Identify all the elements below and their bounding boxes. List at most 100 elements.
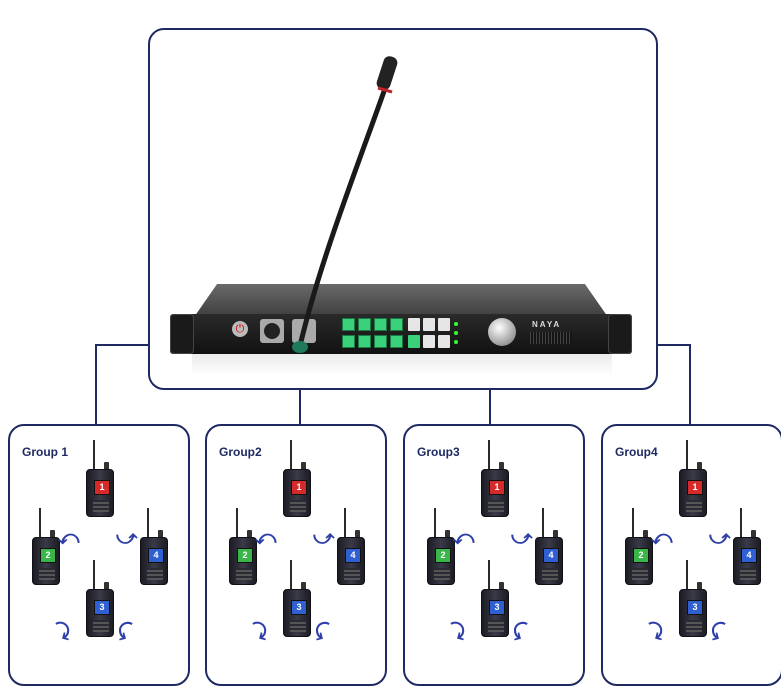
- curved-arrow-icon: ⤻: [511, 527, 533, 549]
- walkie-talkie-icon: 2: [32, 508, 60, 586]
- radio-antenna: [290, 560, 292, 590]
- group-title: Group4: [615, 445, 658, 459]
- group-title: Group2: [219, 445, 262, 459]
- radio-body: 4: [535, 537, 563, 585]
- rack-ear-left: [170, 314, 194, 354]
- radio-knob: [643, 530, 648, 539]
- radio-keypad: [290, 500, 306, 512]
- radio-knob: [247, 530, 252, 539]
- radio-keypad: [236, 568, 252, 580]
- radio-keypad: [686, 620, 702, 632]
- xlr-connector-icon: [260, 319, 284, 343]
- radio-antenna: [147, 508, 149, 538]
- connector-group-4: [656, 344, 691, 424]
- curved-arrow-icon: ⤺: [255, 527, 277, 549]
- curved-arrow-icon: ⤹: [706, 617, 728, 643]
- radio-antenna: [686, 440, 688, 470]
- radio-keypad: [344, 568, 360, 580]
- radio-keypad: [290, 620, 306, 632]
- radio-keypad: [39, 568, 55, 580]
- radio-number: 2: [237, 548, 253, 563]
- radio-number: 4: [345, 548, 361, 563]
- curved-arrow-icon: ⤺: [58, 527, 80, 549]
- walkie-talkie-icon: 2: [427, 508, 455, 586]
- function-keys: [408, 318, 454, 348]
- radio-antenna: [344, 508, 346, 538]
- curved-arrow-icon: ⤸: [646, 617, 668, 643]
- radio-antenna: [632, 508, 634, 538]
- radio-number: 1: [489, 480, 505, 495]
- group-2-panel: Group2 1 2 3 4 ⤺ ⤻ ⤸ ⤹: [205, 424, 387, 686]
- walkie-talkie-icon: 2: [625, 508, 653, 586]
- radio-knob: [104, 582, 109, 591]
- curved-arrow-icon: ⤸: [250, 617, 272, 643]
- walkie-talkie-icon: 4: [535, 508, 563, 586]
- power-icon: ⏻: [232, 321, 248, 337]
- radio-keypad: [93, 500, 109, 512]
- curved-arrow-icon: ⤸: [53, 617, 75, 643]
- walkie-talkie-icon: 3: [86, 560, 114, 638]
- radio-antenna: [686, 560, 688, 590]
- walkie-talkie-icon: 1: [283, 440, 311, 518]
- radio-keypad: [434, 568, 450, 580]
- radio-number: 2: [40, 548, 56, 563]
- curved-arrow-icon: ⤺: [651, 527, 673, 549]
- status-leds: [454, 322, 460, 348]
- curved-arrow-icon: ⤹: [508, 617, 530, 643]
- radio-number: 4: [543, 548, 559, 563]
- radio-antenna: [488, 440, 490, 470]
- radio-body: 4: [733, 537, 761, 585]
- radio-keypad: [488, 500, 504, 512]
- radio-knob: [158, 530, 163, 539]
- radio-knob: [697, 462, 702, 471]
- group-title: Group 1: [22, 445, 69, 459]
- console-reflection: [192, 354, 612, 376]
- walkie-talkie-icon: 3: [481, 560, 509, 638]
- volume-knob-icon: [488, 318, 516, 346]
- radio-number: 4: [148, 548, 164, 563]
- radio-antenna: [434, 508, 436, 538]
- curved-arrow-icon: ⤹: [310, 617, 332, 643]
- curved-arrow-icon: ⤹: [113, 617, 135, 643]
- curved-arrow-icon: ⤻: [313, 527, 335, 549]
- radio-body: 1: [86, 469, 114, 517]
- radio-body: 4: [337, 537, 365, 585]
- radio-keypad: [93, 620, 109, 632]
- group-title: Group3: [417, 445, 460, 459]
- radio-body: 1: [481, 469, 509, 517]
- radio-keypad: [632, 568, 648, 580]
- radio-body: 2: [32, 537, 60, 585]
- radio-number: 1: [94, 480, 110, 495]
- radio-antenna: [542, 508, 544, 538]
- radio-number: 3: [94, 600, 110, 615]
- radio-knob: [499, 462, 504, 471]
- walkie-talkie-icon: 1: [481, 440, 509, 518]
- radio-keypad: [488, 620, 504, 632]
- radio-number: 1: [687, 480, 703, 495]
- radio-body: 3: [679, 589, 707, 637]
- radio-antenna: [39, 508, 41, 538]
- radio-antenna: [236, 508, 238, 538]
- radio-knob: [751, 530, 756, 539]
- radio-antenna: [290, 440, 292, 470]
- radio-antenna: [93, 440, 95, 470]
- walkie-talkie-icon: 3: [283, 560, 311, 638]
- connector-group-1: [95, 344, 150, 424]
- console-logo: NAYA: [532, 320, 562, 329]
- walkie-talkie-icon: 2: [229, 508, 257, 586]
- radio-knob: [445, 530, 450, 539]
- radio-body: 2: [229, 537, 257, 585]
- radio-keypad: [740, 568, 756, 580]
- radio-keypad: [147, 568, 163, 580]
- radio-body: 3: [86, 589, 114, 637]
- radio-antenna: [93, 560, 95, 590]
- dispatch-console: ⏻ NAYA: [170, 284, 632, 354]
- radio-number: 2: [435, 548, 451, 563]
- radio-body: 2: [427, 537, 455, 585]
- curved-arrow-icon: ⤻: [116, 527, 138, 549]
- radio-number: 3: [489, 600, 505, 615]
- radio-knob: [355, 530, 360, 539]
- radio-knob: [301, 462, 306, 471]
- rack-ear-right: [608, 314, 632, 354]
